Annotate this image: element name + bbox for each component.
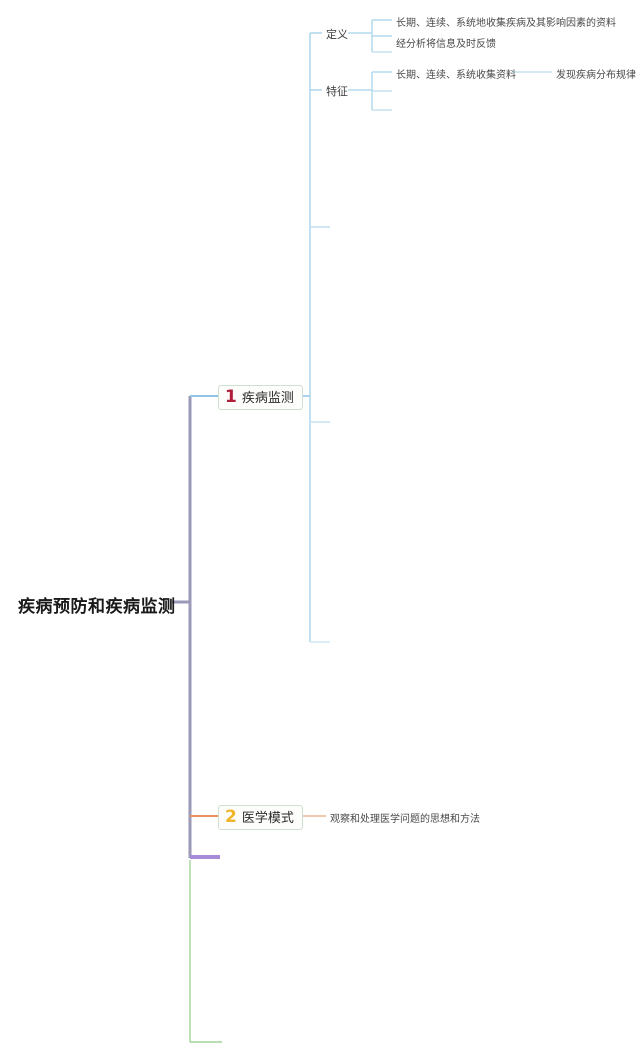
edge-dingyi xyxy=(348,19,392,53)
leaf-node-medical-model-1[interactable]: 观察和处理医学问题的思想和方法 xyxy=(330,810,480,825)
leaf-node-characteristics-1-label: 长期、连续、系统收集资料 xyxy=(396,70,516,81)
edge-branch-1-spine xyxy=(292,32,330,643)
root-node-label: 疾病预防和疾病监测 xyxy=(18,597,176,616)
branch-node-medical-model[interactable]: 2 医学模式 xyxy=(218,805,303,830)
branch-node-disease-surveillance[interactable]: 1 疾病监测 xyxy=(218,385,303,410)
leaf-node-characteristics-1-sub-label: 发现疾病分布规律 xyxy=(556,70,636,81)
sub-node-definition[interactable]: 定义 xyxy=(326,26,348,42)
sub-node-definition-label: 定义 xyxy=(326,29,348,41)
leaf-node-characteristics-1[interactable]: 长期、连续、系统收集资料 xyxy=(396,66,516,81)
root-node[interactable]: 疾病预防和疾病监测 xyxy=(18,592,176,617)
sub-node-characteristics[interactable]: 特征 xyxy=(326,83,348,99)
leaf-node-definition-1[interactable]: 长期、连续、系统地收集疾病及其影响因素的资料 xyxy=(396,14,616,29)
leaf-node-definition-2-label: 经分析将信息及时反馈 xyxy=(396,39,496,50)
edge-branch-4 xyxy=(189,860,222,1043)
leaf-node-definition-1-label: 长期、连续、系统地收集疾病及其影响因素的资料 xyxy=(396,18,616,29)
branch-index-1: 1 xyxy=(225,387,237,407)
branch-label-2: 医学模式 xyxy=(241,810,294,825)
sub-node-characteristics-label: 特征 xyxy=(326,86,348,98)
leaf-node-medical-model-1-label: 观察和处理医学问题的思想和方法 xyxy=(330,814,480,825)
branch-index-2: 2 xyxy=(225,807,237,827)
branch-label-1: 疾病监测 xyxy=(241,390,294,405)
leaf-node-characteristics-1-sub[interactable]: 发现疾病分布规律 xyxy=(556,66,636,81)
leaf-node-definition-2[interactable]: 经分析将信息及时反馈 xyxy=(396,35,496,50)
edge-root-trunk xyxy=(172,396,192,858)
